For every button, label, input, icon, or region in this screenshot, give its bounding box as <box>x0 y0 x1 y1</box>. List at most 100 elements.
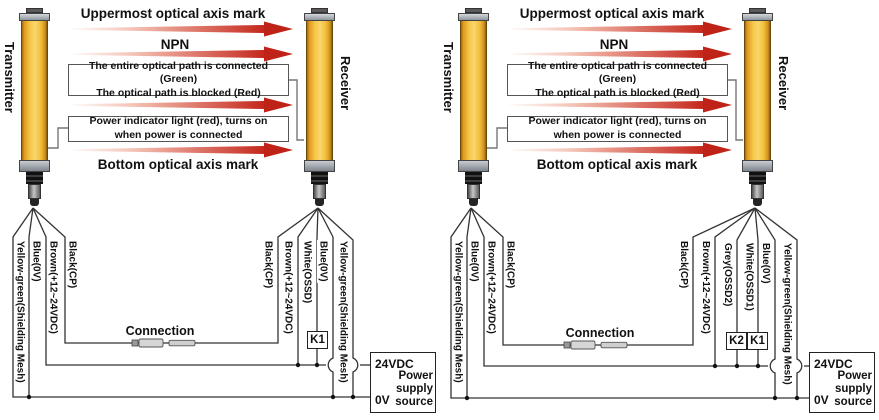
power-indicator-line1: Power indicator light (red), turns on <box>528 115 707 128</box>
wire-label-yellow-green: Yellow-green(Shielding Mesh) <box>451 240 465 384</box>
wire-label-blue: Blue(0V) <box>316 240 330 283</box>
power-0v-terminal: 0V <box>375 393 390 407</box>
cable-gland-cylinder <box>467 184 480 199</box>
cable-connector-symbols <box>563 340 628 350</box>
power-24vdc-terminal: 24VDC <box>814 357 853 371</box>
relay-k1-box: K1 <box>747 332 768 350</box>
power-indicator-line2: when power is connected <box>553 129 682 141</box>
power-supply-box: 24VDC 0V Power supply source <box>370 352 436 413</box>
wire-label-brown: Brown(+12~24VDC) <box>484 240 498 335</box>
cable-gland-cylinder <box>751 184 764 199</box>
cable-gland-tip <box>469 199 478 206</box>
receiver-tower <box>304 8 335 206</box>
tower-bottom-cap <box>742 160 773 172</box>
cable-gland-rings <box>749 172 766 184</box>
tower-top-cap <box>458 13 489 21</box>
bottom-axis-caption: Bottom optical axis mark <box>536 157 698 172</box>
cable-gland-rings <box>311 172 328 184</box>
transmitter-tower <box>19 8 50 206</box>
power-24vdc-terminal: 24VDC <box>375 357 414 371</box>
transmitter-label: Transmitter <box>2 42 17 113</box>
wire-label-blue: Blue(0V) <box>29 240 43 283</box>
power-0v-terminal: 0V <box>814 393 829 407</box>
npn-caption: NPN <box>160 37 190 52</box>
callout-elbow-lines <box>487 79 743 149</box>
optical-path-green-line: The entire optical path is connected (Gr… <box>527 59 708 86</box>
optical-path-red-line: The optical path is blocked (Red) <box>96 86 261 99</box>
wire-label-blue: Blue(0V) <box>467 240 481 283</box>
cable-gland-tip <box>30 199 39 206</box>
power-indicator-line1: Power indicator light (red), turns on <box>89 115 268 128</box>
cable-gland-cylinder <box>28 184 41 199</box>
uppermost-axis-caption: Uppermost optical axis mark <box>80 6 266 21</box>
wire-label-blue: Blue(0V) <box>759 242 772 285</box>
wiring-diagram-npn-dual-ossd: Transmitter Receiver Uppermost optical a… <box>439 0 879 420</box>
tower-top-tab <box>26 8 43 13</box>
optical-path-indicator-box: The entire optical path is connected (Gr… <box>507 60 728 99</box>
cable-gland-tip <box>753 199 762 206</box>
tower-bottom-cap <box>458 160 489 172</box>
uppermost-axis-caption: Uppermost optical axis mark <box>519 6 705 21</box>
wire-paths <box>450 207 809 399</box>
wire-label-black: Black(CP) <box>65 240 79 290</box>
power-source-label: Power supply source <box>395 370 433 408</box>
transmitter-tower <box>458 8 489 206</box>
tower-body <box>460 21 487 160</box>
cable-gland-tip <box>315 199 324 206</box>
bottom-axis-caption: Bottom optical axis mark <box>97 157 259 172</box>
power-source-label: Power supply source <box>834 370 872 408</box>
power-indicator-box: Power indicator light (red), turns on wh… <box>507 115 728 142</box>
tower-top-cap <box>19 13 50 21</box>
optical-axis-arrows <box>506 21 732 158</box>
wire-label-brown: Brown(+12~24VDC) <box>46 240 60 335</box>
wire-label-yellow-green: Yellow-green(Shielding Mesh) <box>336 240 350 384</box>
tower-body <box>21 21 48 160</box>
junction-dots <box>464 363 800 401</box>
wire-label-black: Black(CP) <box>261 240 275 290</box>
optical-path-green-line: The entire optical path is connected (Gr… <box>88 59 269 86</box>
receiver-label: Receiver <box>338 56 353 111</box>
power-indicator-line2: when power is connected <box>114 129 243 141</box>
tower-top-cap <box>304 13 335 21</box>
transmitter-label: Transmitter <box>441 42 456 113</box>
power-indicator-box: Power indicator light (red), turns on wh… <box>68 115 289 142</box>
tower-body <box>306 21 333 160</box>
wire-label-brown: Brown(+12~24VDC) <box>699 240 712 335</box>
optical-path-indicator-box: The entire optical path is connected (Gr… <box>68 60 289 99</box>
receiver-label: Receiver <box>776 56 791 111</box>
optical-axis-arrows <box>67 21 293 158</box>
wiring-lines-graphic <box>12 21 370 400</box>
receiver-tower <box>742 8 773 206</box>
wire-label-yellow-green: Yellow-green(Shielding Mesh) <box>13 240 27 384</box>
tower-body <box>744 21 771 160</box>
tower-bottom-cap <box>304 160 335 172</box>
tower-top-cap <box>742 13 773 21</box>
connection-label: Connection <box>565 326 635 340</box>
cable-gland-cylinder <box>313 184 326 199</box>
wiring-diagram-npn-single-ossd: Transmitter Receiver Uppermost optical a… <box>2 6 436 413</box>
cable-gland-rings <box>26 172 43 184</box>
wire-label-yellow-green: Yellow-green(Shielding Mesh) <box>780 242 794 386</box>
cable-connector-symbols <box>131 338 196 348</box>
wire-paths <box>12 207 370 398</box>
npn-caption: NPN <box>599 37 629 52</box>
wire-label-grey-ossd2: Grey(OSSD2) <box>721 242 734 308</box>
wire-label-white-ossd: White(OSSD) <box>300 240 314 305</box>
tower-top-tab <box>311 8 328 13</box>
callout-elbow-lines <box>48 79 304 149</box>
relay-k2-box: K2 <box>726 332 747 350</box>
relay-k1-box: K1 <box>307 331 328 349</box>
tower-top-tab <box>749 8 766 13</box>
wire-label-black: Black(CP) <box>677 240 690 290</box>
junction-dots <box>26 362 356 400</box>
wire-label-brown: Brown(+12~24VDC) <box>281 240 295 335</box>
connection-label: Connection <box>125 324 195 338</box>
optical-path-red-line: The optical path is blocked (Red) <box>535 86 700 99</box>
wire-label-white-ossd1: White(OSSD1) <box>742 242 756 312</box>
power-supply-box: 24VDC 0V Power supply source <box>809 352 875 413</box>
cable-gland-rings <box>465 172 482 184</box>
tower-top-tab <box>465 8 482 13</box>
wire-label-black: Black(CP) <box>503 240 517 290</box>
wiring-lines-graphic <box>450 21 809 401</box>
